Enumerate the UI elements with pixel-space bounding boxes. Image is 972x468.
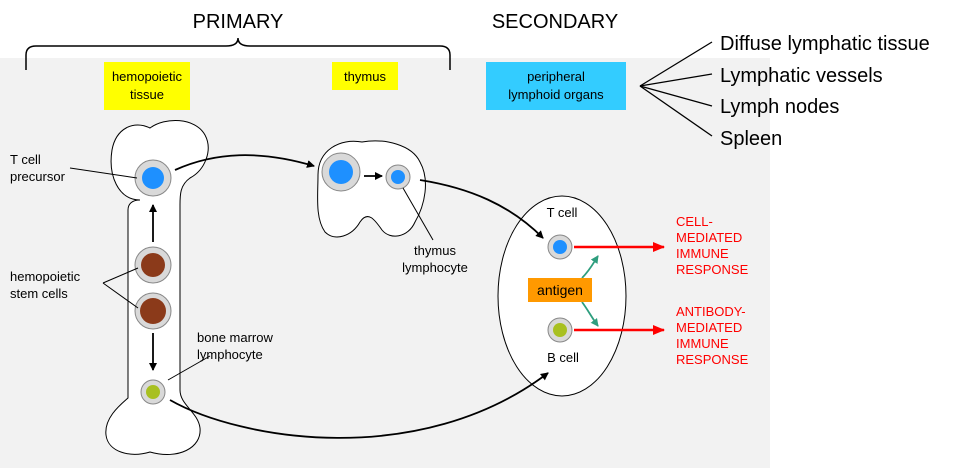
svg-text:MEDIATED: MEDIATED <box>676 230 742 245</box>
primary-header: PRIMARY <box>193 11 284 33</box>
t-cell-precursor-label-1: T cell <box>10 152 41 167</box>
t-cell-precursor-label-2: precursor <box>10 169 66 184</box>
secondary-item-vessels: Lymphatic vessels <box>720 65 883 87</box>
antigen-arrows <box>581 255 599 327</box>
secondary-header: SECONDARY <box>492 11 618 33</box>
thymus-lymphocyte-cell <box>385 164 411 190</box>
b-cell <box>547 317 573 343</box>
t-cell-label: T cell <box>547 205 578 220</box>
svg-text:IMMUNE: IMMUNE <box>676 246 729 261</box>
b-cell-label: B cell <box>547 350 579 365</box>
secondary-item-spleen: Spleen <box>720 128 782 150</box>
svg-text:ANTIBODY-: ANTIBODY- <box>676 304 746 319</box>
svg-text:CELL-: CELL- <box>676 214 713 229</box>
svg-text:RESPONSE: RESPONSE <box>676 262 749 277</box>
svg-text:RESPONSE: RESPONSE <box>676 352 749 367</box>
thymus-lymphocyte-label-2: lymphocyte <box>402 260 468 275</box>
t-cell-precursor <box>134 159 172 197</box>
secondary-fan-lines <box>639 41 713 137</box>
thymus-box-label: thymus <box>344 69 386 84</box>
svg-text:IMMUNE: IMMUNE <box>676 336 729 351</box>
primary-brace <box>25 37 451 70</box>
hemopoietic-box-label-2: tissue <box>130 87 164 102</box>
hemopoietic-tissue-box <box>104 62 190 110</box>
peripheral-box-label-2: lymphoid organs <box>508 87 604 102</box>
stem-cells-label-2: stem cells <box>10 286 68 301</box>
thymus-box <box>332 62 398 90</box>
bone-marrow-label-1: bone marrow <box>197 330 273 345</box>
bone-marrow-label-2: lymphocyte <box>197 347 263 362</box>
stem-cells-label-1: hemopoietic <box>10 269 81 284</box>
thymus-precursor-cell <box>321 152 361 192</box>
secondary-item-diffuse: Diffuse lymphatic tissue <box>720 33 930 55</box>
hemopoietic-box-label-1: hemopoietic <box>112 69 183 84</box>
antibody-mediated-response: ANTIBODY- MEDIATED IMMUNE RESPONSE <box>676 304 749 367</box>
peripheral-lymphoid-box <box>486 62 626 110</box>
antigen-label: antigen <box>537 282 583 298</box>
antigen-box <box>528 278 592 302</box>
bone-outline <box>105 119 209 456</box>
stem-cell-lower <box>134 292 172 330</box>
leader-lines <box>69 167 434 381</box>
thymus-lymphocyte-label-1: thymus <box>414 243 456 258</box>
secondary-item-nodes: Lymph nodes <box>720 96 839 118</box>
svg-text:MEDIATED: MEDIATED <box>676 320 742 335</box>
bone-marrow-lymphocyte <box>140 379 166 405</box>
background-panel <box>0 58 770 468</box>
flow-arrows <box>149 154 549 439</box>
t-cell <box>547 234 573 260</box>
cell-mediated-response: CELL- MEDIATED IMMUNE RESPONSE <box>676 214 749 277</box>
peripheral-box-label-1: peripheral <box>527 69 585 84</box>
stem-cell-upper <box>134 246 172 284</box>
